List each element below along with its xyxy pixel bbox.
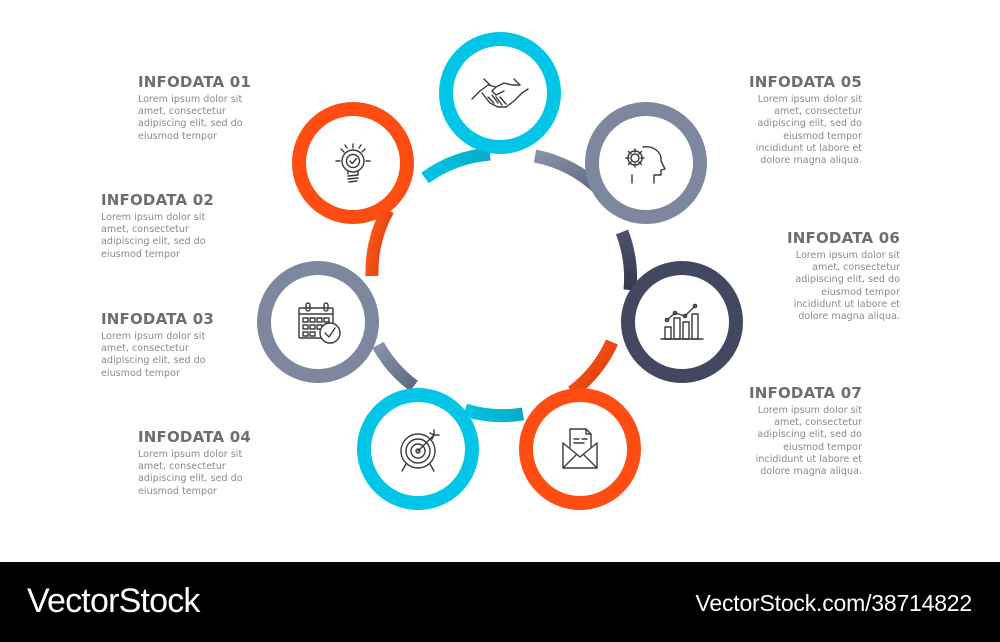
info-line: amet, consectetur [101,224,189,236]
info-line: adipiscing elit, sed do [138,473,243,485]
info-line: adipiscing elit, sed do [101,355,206,367]
info-line: amet, consectetur [774,106,862,118]
info-line: amet, consectetur [812,262,900,274]
info-line: adipiscing elit, sed do [757,118,862,130]
lightbulb-check-icon [335,143,371,183]
info-line: dolore magna aliqua. [760,466,862,478]
info-line: amet, consectetur [138,461,226,473]
info-title: INFODATA 04 [138,428,252,446]
info-line: adipiscing elit, sed do [757,429,862,441]
info-line: eiusmod tempor [138,485,217,497]
info-block-02: INFODATA 02 Lorem ipsum dolor sit amet, … [101,191,231,261]
info-block-06: INFODATA 06 Lorem ipsum dolor sit amet, … [770,229,900,323]
info-line: Lorem ipsum dolor sit [795,250,900,261]
info-block-05: INFODATA 05 Lorem ipsum dolor sit amet, … [732,73,862,167]
info-text: Lorem ipsum dolor sit amet, consectetur … [101,212,231,261]
info-line: eiusmod tempor [101,367,180,379]
info-text: Lorem ipsum dolor sit amet, consectetur … [138,449,268,498]
info-line: adipiscing elit, sed do [138,118,243,130]
ribbon-orange-right [567,339,618,398]
info-text: Lorem ipsum dolor sit amet, consectetur … [101,331,231,380]
target-arrow-icon [400,429,440,472]
info-line: amet, consectetur [101,343,189,355]
infographic-canvas: INFODATA 01 Lorem ipsum dolor sit amet, … [101,32,900,510]
info-line: eiusmod tempor [821,286,900,298]
info-text: Lorem ipsum dolor sit amet, consectetur … [732,405,862,478]
info-line: amet, consectetur [138,106,226,118]
watermark-footer: VectorStock VectorStock.com/38714822 [0,562,1000,642]
info-line: incididunt ut labore et [793,298,900,310]
ribbon-navy-right [615,229,638,291]
info-block-07: INFODATA 07 Lorem ipsum dolor sit amet, … [732,384,862,478]
info-line: Lorem ipsum dolor sit [101,212,206,223]
cycle-diagram [257,32,743,510]
info-line: eiusmod tempor [138,130,217,142]
info-line: incididunt ut labore et [755,142,862,154]
info-block-04: INFODATA 04 Lorem ipsum dolor sit amet, … [138,428,268,498]
info-text: Lorem ipsum dolor sit amet, consectetur … [770,250,900,323]
info-line: dolore magna aliqua. [760,155,862,167]
ribbon-orange-left [365,206,394,277]
envelope-letter-icon [562,428,598,469]
info-title: INFODATA 03 [101,310,215,328]
info-block-03: INFODATA 03 Lorem ipsum dolor sit amet, … [101,310,231,380]
image-reference: VectorStock.com/38714822 [695,590,973,616]
info-title: INFODATA 01 [138,73,252,91]
info-line: adipiscing elit, sed do [795,274,900,286]
info-line: eiusmod tempor [783,441,862,453]
info-text: Lorem ipsum dolor sit amet, consectetur … [732,94,862,167]
brand-logo: VectorStock [27,582,200,620]
info-line: eiusmod tempor [783,130,862,142]
head-gear-icon [625,146,666,184]
info-line: Lorem ipsum dolor sit [138,94,243,105]
calendar-check-icon [298,302,341,344]
info-line: Lorem ipsum dolor sit [757,405,862,416]
info-line: dolore magna aliqua. [798,311,900,323]
info-title: INFODATA 07 [748,384,862,402]
info-title: INFODATA 05 [748,73,862,91]
info-line: Lorem ipsum dolor sit [101,331,206,342]
info-line: eiusmod tempor [101,248,180,260]
info-line: incididunt ut labore et [755,453,862,465]
step-ring-05[interactable] [585,102,707,224]
info-line: Lorem ipsum dolor sit [757,94,862,105]
ribbon-cyan-top [421,147,491,184]
ribbon-cyan-bottom [463,403,525,423]
info-text: Lorem ipsum dolor sit amet, consectetur … [138,94,268,143]
step-ring-07[interactable] [519,388,641,510]
info-line: adipiscing elit, sed do [101,236,206,248]
info-line: amet, consectetur [774,417,862,429]
handshake-icon [471,78,529,108]
info-line: Lorem ipsum dolor sit [138,449,243,460]
info-title: INFODATA 02 [101,191,215,209]
step-ring-06[interactable] [621,261,743,383]
connector-ribbons [365,147,638,423]
info-title: INFODATA 06 [786,229,900,247]
bar-chart-growth-icon [660,303,704,340]
ribbon-slate-left [372,341,418,392]
info-block-01: INFODATA 01 Lorem ipsum dolor sit amet, … [138,73,268,143]
